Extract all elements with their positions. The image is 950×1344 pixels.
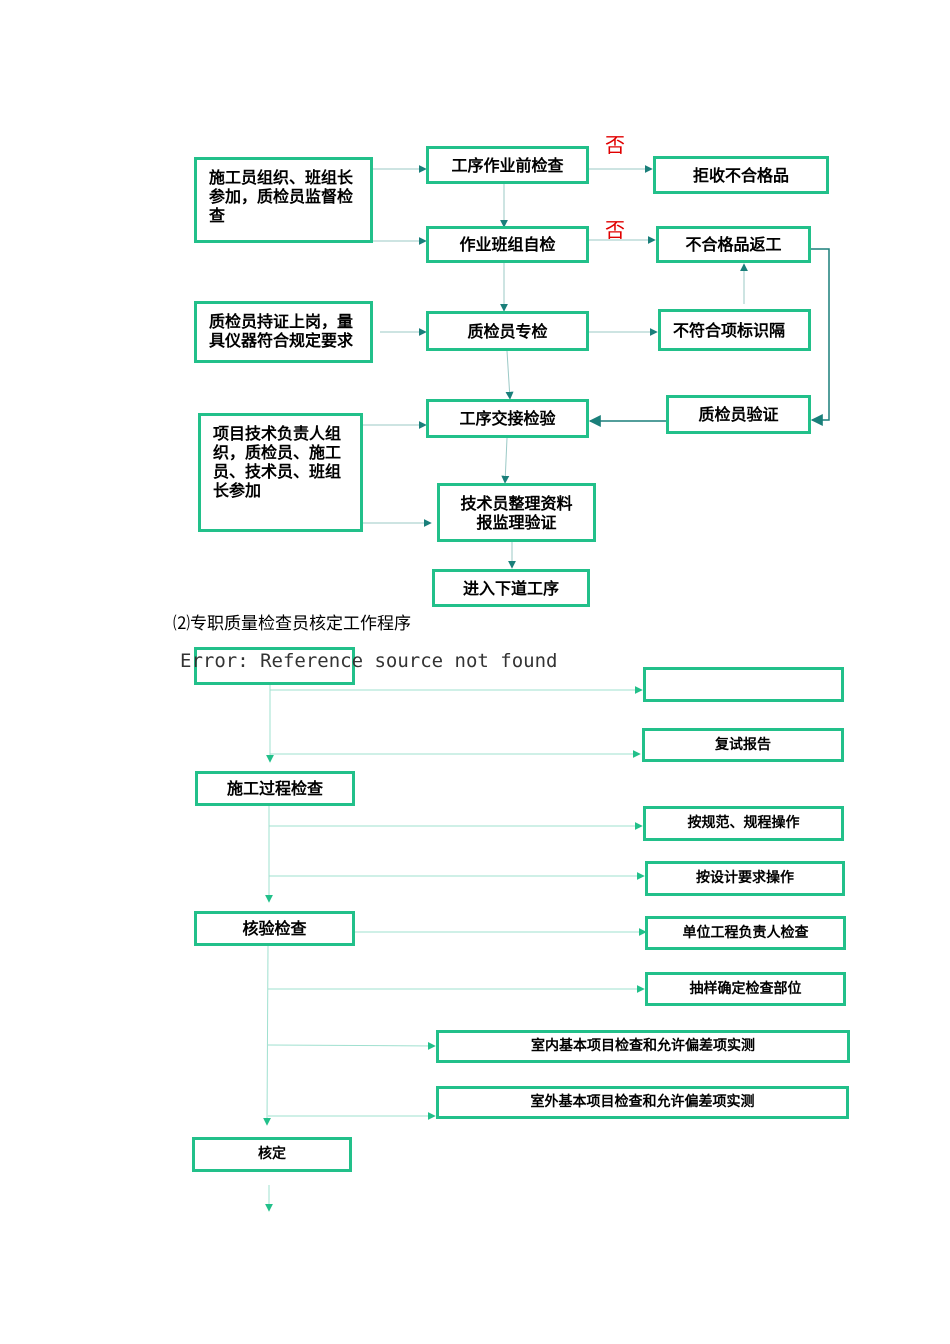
box-label: 施工员组织、班组长参加，质检员监督检查 bbox=[209, 168, 354, 225]
box-label: 核定 bbox=[258, 1146, 286, 1162]
box-mark-isolate: 不符合项标识隔 bbox=[658, 309, 811, 351]
box-label: 技术员整理资料报监理验证 bbox=[460, 493, 573, 532]
box-inspector-verify: 质检员验证 bbox=[666, 395, 811, 434]
box-label: 施工过程检查 bbox=[226, 779, 323, 798]
box-next-process: 进入下道工序 bbox=[432, 569, 590, 607]
box-rework: 不合格品返工 bbox=[656, 226, 811, 263]
box-label: 按规范、规程操作 bbox=[687, 815, 800, 831]
box-label: 不合格品返工 bbox=[685, 235, 782, 254]
box-label: 作业班组自检 bbox=[459, 235, 556, 254]
box-construction-process-check: 施工过程检查 bbox=[195, 771, 355, 806]
box-label: 单位工程负责人检查 bbox=[682, 924, 809, 941]
box-by-specification: 按规范、规程操作 bbox=[643, 806, 844, 841]
no-label-1: 否 bbox=[605, 133, 625, 157]
box-label: 质检员专检 bbox=[467, 321, 548, 341]
box-indoor-items: 室内基本项目检查和允许偏差项实测 bbox=[436, 1030, 850, 1063]
box-label: 质检员持证上岗，量具仪器符合规定要求 bbox=[209, 312, 354, 350]
box-label: 不符合项标识隔 bbox=[673, 321, 786, 340]
box-label: 工序作业前检查 bbox=[451, 155, 564, 175]
box-label: 按设计要求操作 bbox=[696, 870, 794, 886]
box-inspector-qualified: 质检员持证上岗，量具仪器符合规定要求 bbox=[194, 301, 373, 363]
box-tech-lead-organize: 项目技术负责人组织，质检员、施工员、技术员、班组长参加 bbox=[198, 413, 363, 532]
box-builder-organize: 施工员组织、班组长参加，质检员监督检查 bbox=[194, 157, 373, 243]
box-pre-operation-check: 工序作业前检查 bbox=[426, 146, 589, 184]
box-sampling-location: 抽样确定检查部位 bbox=[645, 972, 846, 1006]
box-by-design: 按设计要求操作 bbox=[645, 861, 845, 896]
section-title: ⑵专职质量检查员核定工作程序 bbox=[173, 614, 411, 634]
box-team-self-check: 作业班组自检 bbox=[426, 226, 589, 263]
box-label: 拒收不合格品 bbox=[692, 165, 789, 185]
box-retest-report: 复试报告 bbox=[642, 728, 844, 762]
box-empty-start bbox=[194, 647, 355, 685]
box-label: 室外基本项目检查和允许偏差项实测 bbox=[530, 1094, 755, 1110]
box-unit-lead-check: 单位工程负责人检查 bbox=[645, 916, 846, 950]
box-approve: 核定 bbox=[192, 1137, 352, 1172]
box-label: 质检员验证 bbox=[698, 405, 779, 424]
box-label: 复试报告 bbox=[715, 736, 771, 753]
box-label: 进入下道工序 bbox=[462, 578, 559, 598]
box-outdoor-items: 室外基本项目检查和允许偏差项实测 bbox=[436, 1086, 849, 1119]
box-handover-inspection: 工序交接检验 bbox=[426, 399, 589, 438]
box-label: 项目技术负责人组织，质检员、施工员、技术员、班组长参加 bbox=[213, 424, 342, 500]
no-label-2: 否 bbox=[605, 218, 625, 242]
box-tech-docs: 技术员整理资料报监理验证 bbox=[437, 483, 596, 542]
box-verification-check: 核验检查 bbox=[194, 911, 355, 946]
box-reject-nonconforming: 拒收不合格品 bbox=[653, 156, 829, 194]
box-inspector-special-check: 质检员专检 bbox=[426, 311, 589, 351]
box-label: 工序交接检验 bbox=[459, 409, 556, 428]
box-label: 抽样确定检查部位 bbox=[689, 980, 802, 997]
error-reference-text: Error: Reference source not found bbox=[180, 650, 558, 672]
box-empty-right bbox=[643, 667, 844, 702]
box-label: 室内基本项目检查和允许偏差项实测 bbox=[531, 1038, 755, 1054]
box-label: 核验检查 bbox=[242, 919, 307, 938]
